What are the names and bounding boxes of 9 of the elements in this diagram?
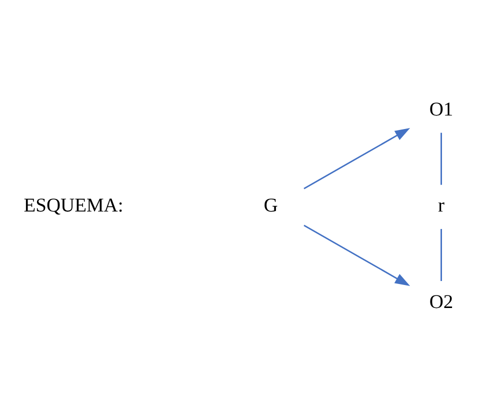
connector bbox=[440, 132, 442, 185]
arrow bbox=[303, 128, 410, 190]
node-text: r bbox=[438, 196, 444, 217]
node-text: O1 bbox=[428, 99, 453, 120]
connector bbox=[440, 228, 442, 282]
node-text: G bbox=[263, 196, 278, 217]
label: ESQUEMA: bbox=[23, 196, 123, 217]
node-text: O2 bbox=[428, 292, 453, 313]
arrow bbox=[303, 224, 410, 286]
